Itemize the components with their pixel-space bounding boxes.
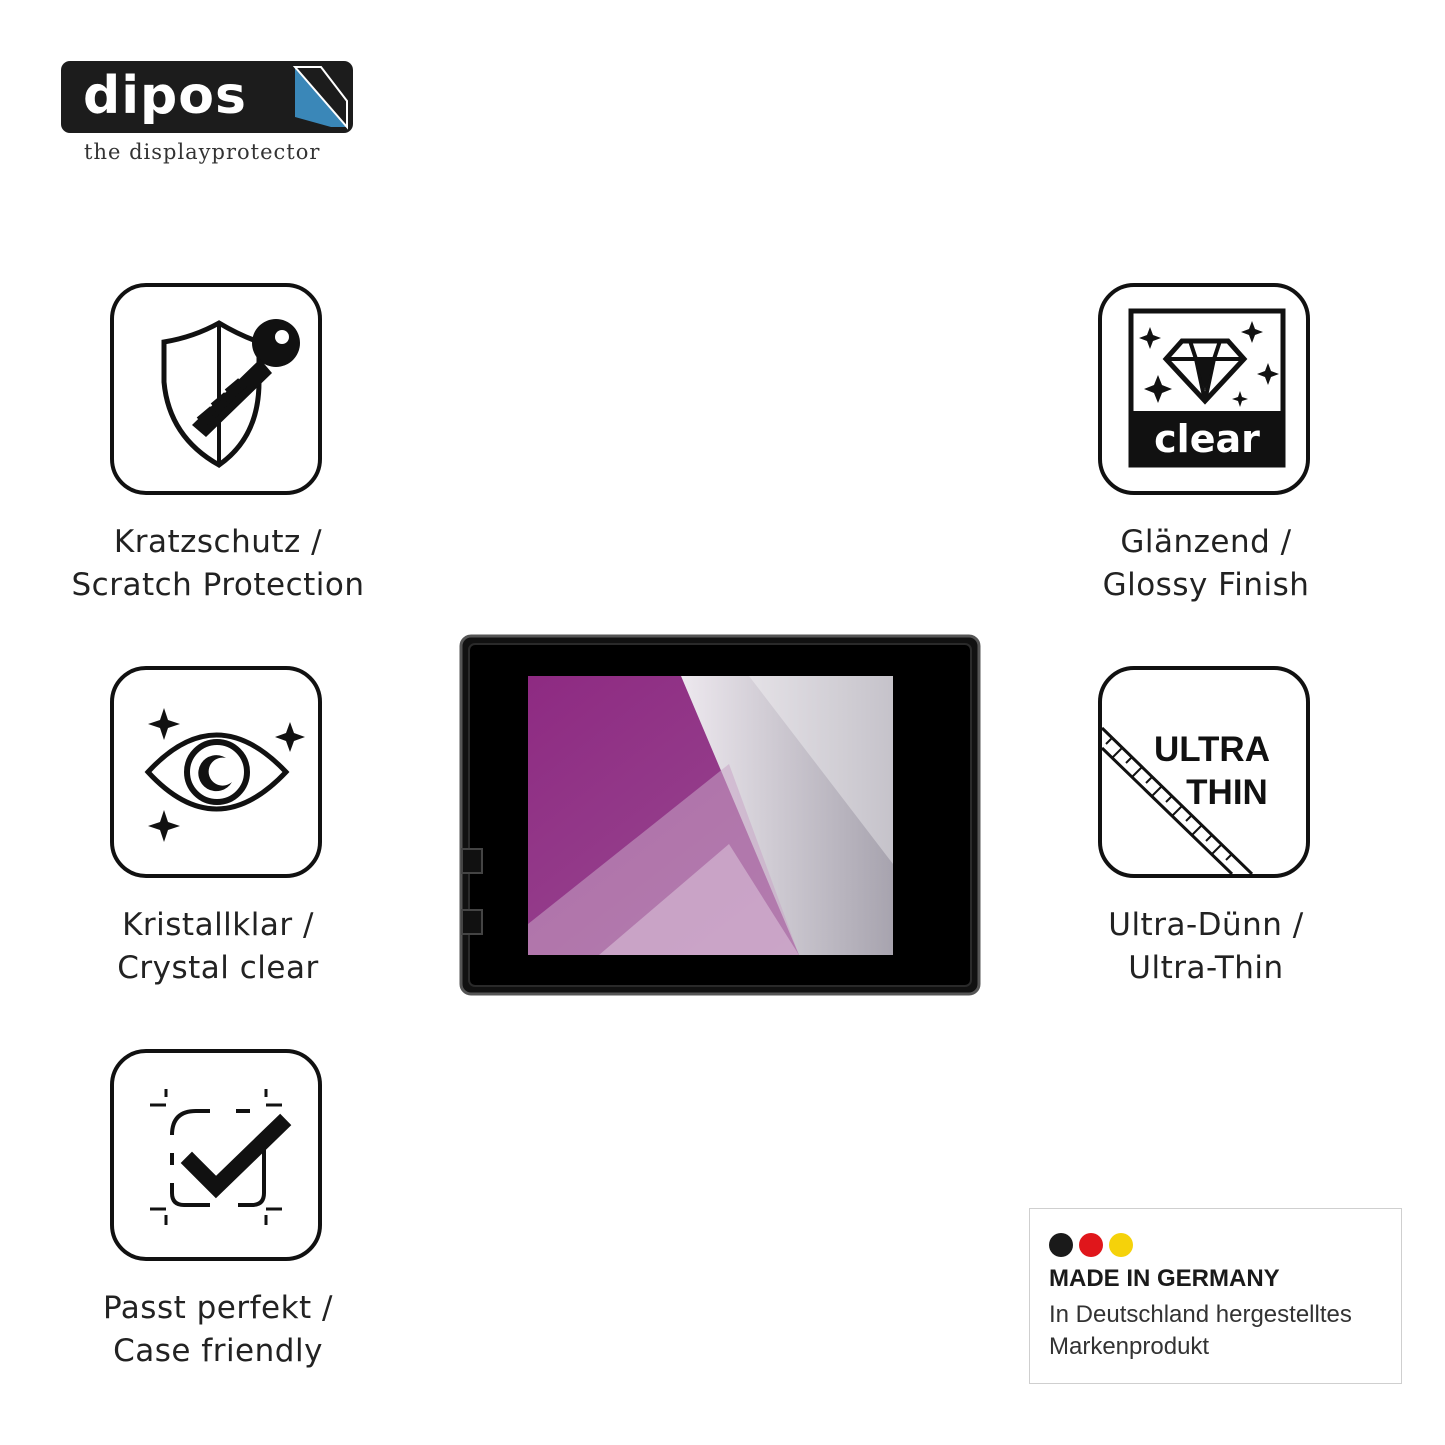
flag-dot-black (1049, 1233, 1073, 1257)
feature-tile-case (110, 1049, 322, 1261)
ultra-thin-badge: ULTRA THIN (1142, 728, 1282, 814)
made-in-subtitle: In Deutschland hergestelltes Markenprodu… (1049, 1299, 1352, 1363)
feature-label-en: Case friendly (113, 1333, 323, 1369)
feature-caption-ultrathin: Ultra-Dünn / Ultra-Thin (1016, 904, 1396, 990)
made-in-line2: Markenprodukt (1049, 1333, 1210, 1360)
feature-label-en: Ultra-Thin (1128, 950, 1284, 986)
made-in-germany-badge: MADE IN GERMANY In Deutschland hergestel… (1029, 1208, 1402, 1384)
feature-caption-glossy: Glänzend / Glossy Finish (1016, 521, 1396, 607)
diamond-clear-icon (1128, 308, 1286, 468)
device-display-illustration (459, 634, 981, 996)
feature-label-en: Crystal clear (117, 950, 319, 986)
feature-caption-crystal: Kristallklar / Crystal clear (28, 904, 408, 990)
checkmark-frame-icon (150, 1089, 292, 1225)
feature-label-en: Glossy Finish (1102, 567, 1310, 603)
page-curl-icon (292, 66, 348, 130)
badge-line-ultra: ULTRA (1154, 730, 1270, 769)
flag-dot-gold (1109, 1233, 1133, 1257)
feature-label-de: Kratzschutz / (113, 524, 323, 560)
feature-label-de: Passt perfekt / (103, 1290, 333, 1326)
feature-label-de: Glänzend / (1120, 524, 1292, 560)
shield-key-icon (161, 319, 300, 468)
feature-caption-case: Passt perfekt / Case friendly (28, 1287, 408, 1373)
feature-label-de: Ultra-Dünn / (1108, 907, 1304, 943)
feature-caption-scratch: Kratzschutz / Scratch Protection (28, 521, 408, 607)
feature-tile-crystal (110, 666, 322, 878)
logo-wordmark: dipos (83, 66, 247, 126)
feature-tile-scratch (110, 283, 322, 495)
feature-tile-ultrathin: ULTRA THIN (1098, 666, 1310, 878)
feature-label-de: Kristallklar / (122, 907, 314, 943)
ultra-thin-ruler-icon (1102, 726, 1254, 874)
feature-tile-glossy: clear (1098, 283, 1310, 495)
clear-badge-text: clear (1154, 417, 1260, 461)
made-in-title: MADE IN GERMANY (1049, 1265, 1280, 1292)
eye-sparkle-icon (144, 708, 305, 842)
feature-label-en: Scratch Protection (71, 567, 365, 603)
flag-dot-red (1079, 1233, 1103, 1257)
brand-logo: dipos (61, 61, 353, 133)
badge-line-thin: THIN (1186, 773, 1268, 812)
brand-tagline: the displayprotector (84, 140, 321, 164)
made-in-line1: In Deutschland hergestelltes (1049, 1301, 1352, 1328)
